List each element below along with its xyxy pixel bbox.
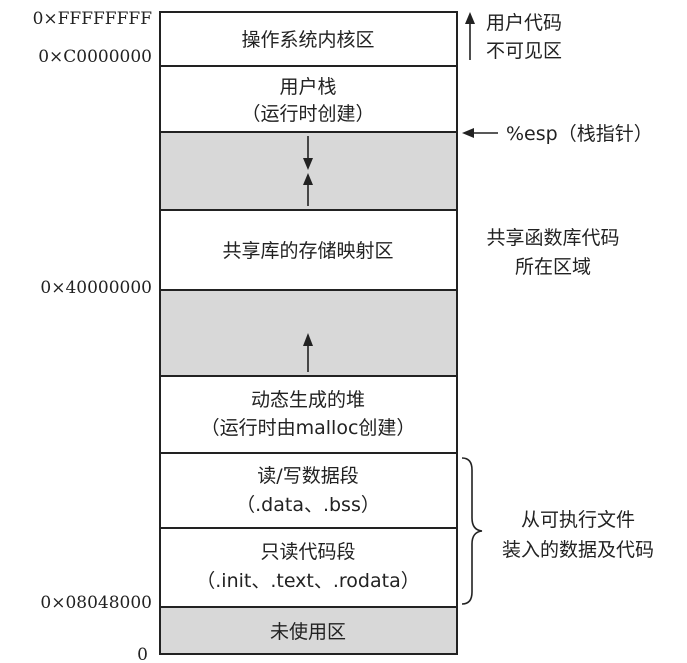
kernel-segment-label: 操作系统内核区: [241, 29, 374, 51]
esp-pointer-label: %esp（栈指针）: [506, 123, 653, 145]
shared-code-note-line2: 所在区域: [515, 256, 591, 278]
loaded-from-file-note-line1: 从可执行文件: [521, 509, 635, 531]
heap-label: 动态生成的堆: [251, 389, 365, 411]
shared-code-note-line1: 共享函数库代码: [486, 227, 619, 249]
kernel-invisible-note-line1: 用户代码: [486, 12, 562, 34]
user-stack-label: 用户栈: [279, 76, 336, 98]
data-segment-label: 读/写数据段: [257, 465, 358, 487]
memory-frame: [159, 11, 458, 655]
code-segment-sublabel: （.init、.text、.rodata）: [196, 570, 419, 592]
address-zero: 0: [137, 645, 148, 663]
heap-up-arrowhead: [303, 333, 313, 346]
loaded-sections-brace: [461, 457, 483, 605]
kernel-invisible-arrowhead: [465, 12, 475, 24]
loaded-from-file-note-line2: 装入的数据及代码: [502, 539, 654, 561]
user-stack-sublabel: （运行时创建）: [241, 103, 374, 125]
heap-sublabel: （运行时由malloc创建）: [201, 417, 416, 439]
shared-libs-label: 共享库的存储映射区: [222, 240, 393, 262]
address-shared-base: 0×40000000: [40, 278, 152, 298]
stack-up-arrowhead: [303, 173, 313, 185]
data-segment-sublabel: （.data、.bss）: [236, 494, 380, 516]
unused-region-label: 未使用区: [270, 621, 346, 643]
address-top: 0×FFFFFFFF: [33, 9, 153, 29]
code-segment-label: 只读代码段: [260, 541, 355, 563]
kernel-invisible-note-line2: 不可见区: [486, 40, 562, 62]
segment-boundaries: [160, 65, 457, 608]
stack-down-arrowhead: [303, 158, 313, 170]
unused-region-fill: [160, 607, 457, 654]
esp-pointer-arrowhead: [462, 128, 474, 138]
address-kernel-base: 0×C0000000: [38, 47, 152, 67]
address-code-base: 0×08048000: [40, 593, 152, 613]
